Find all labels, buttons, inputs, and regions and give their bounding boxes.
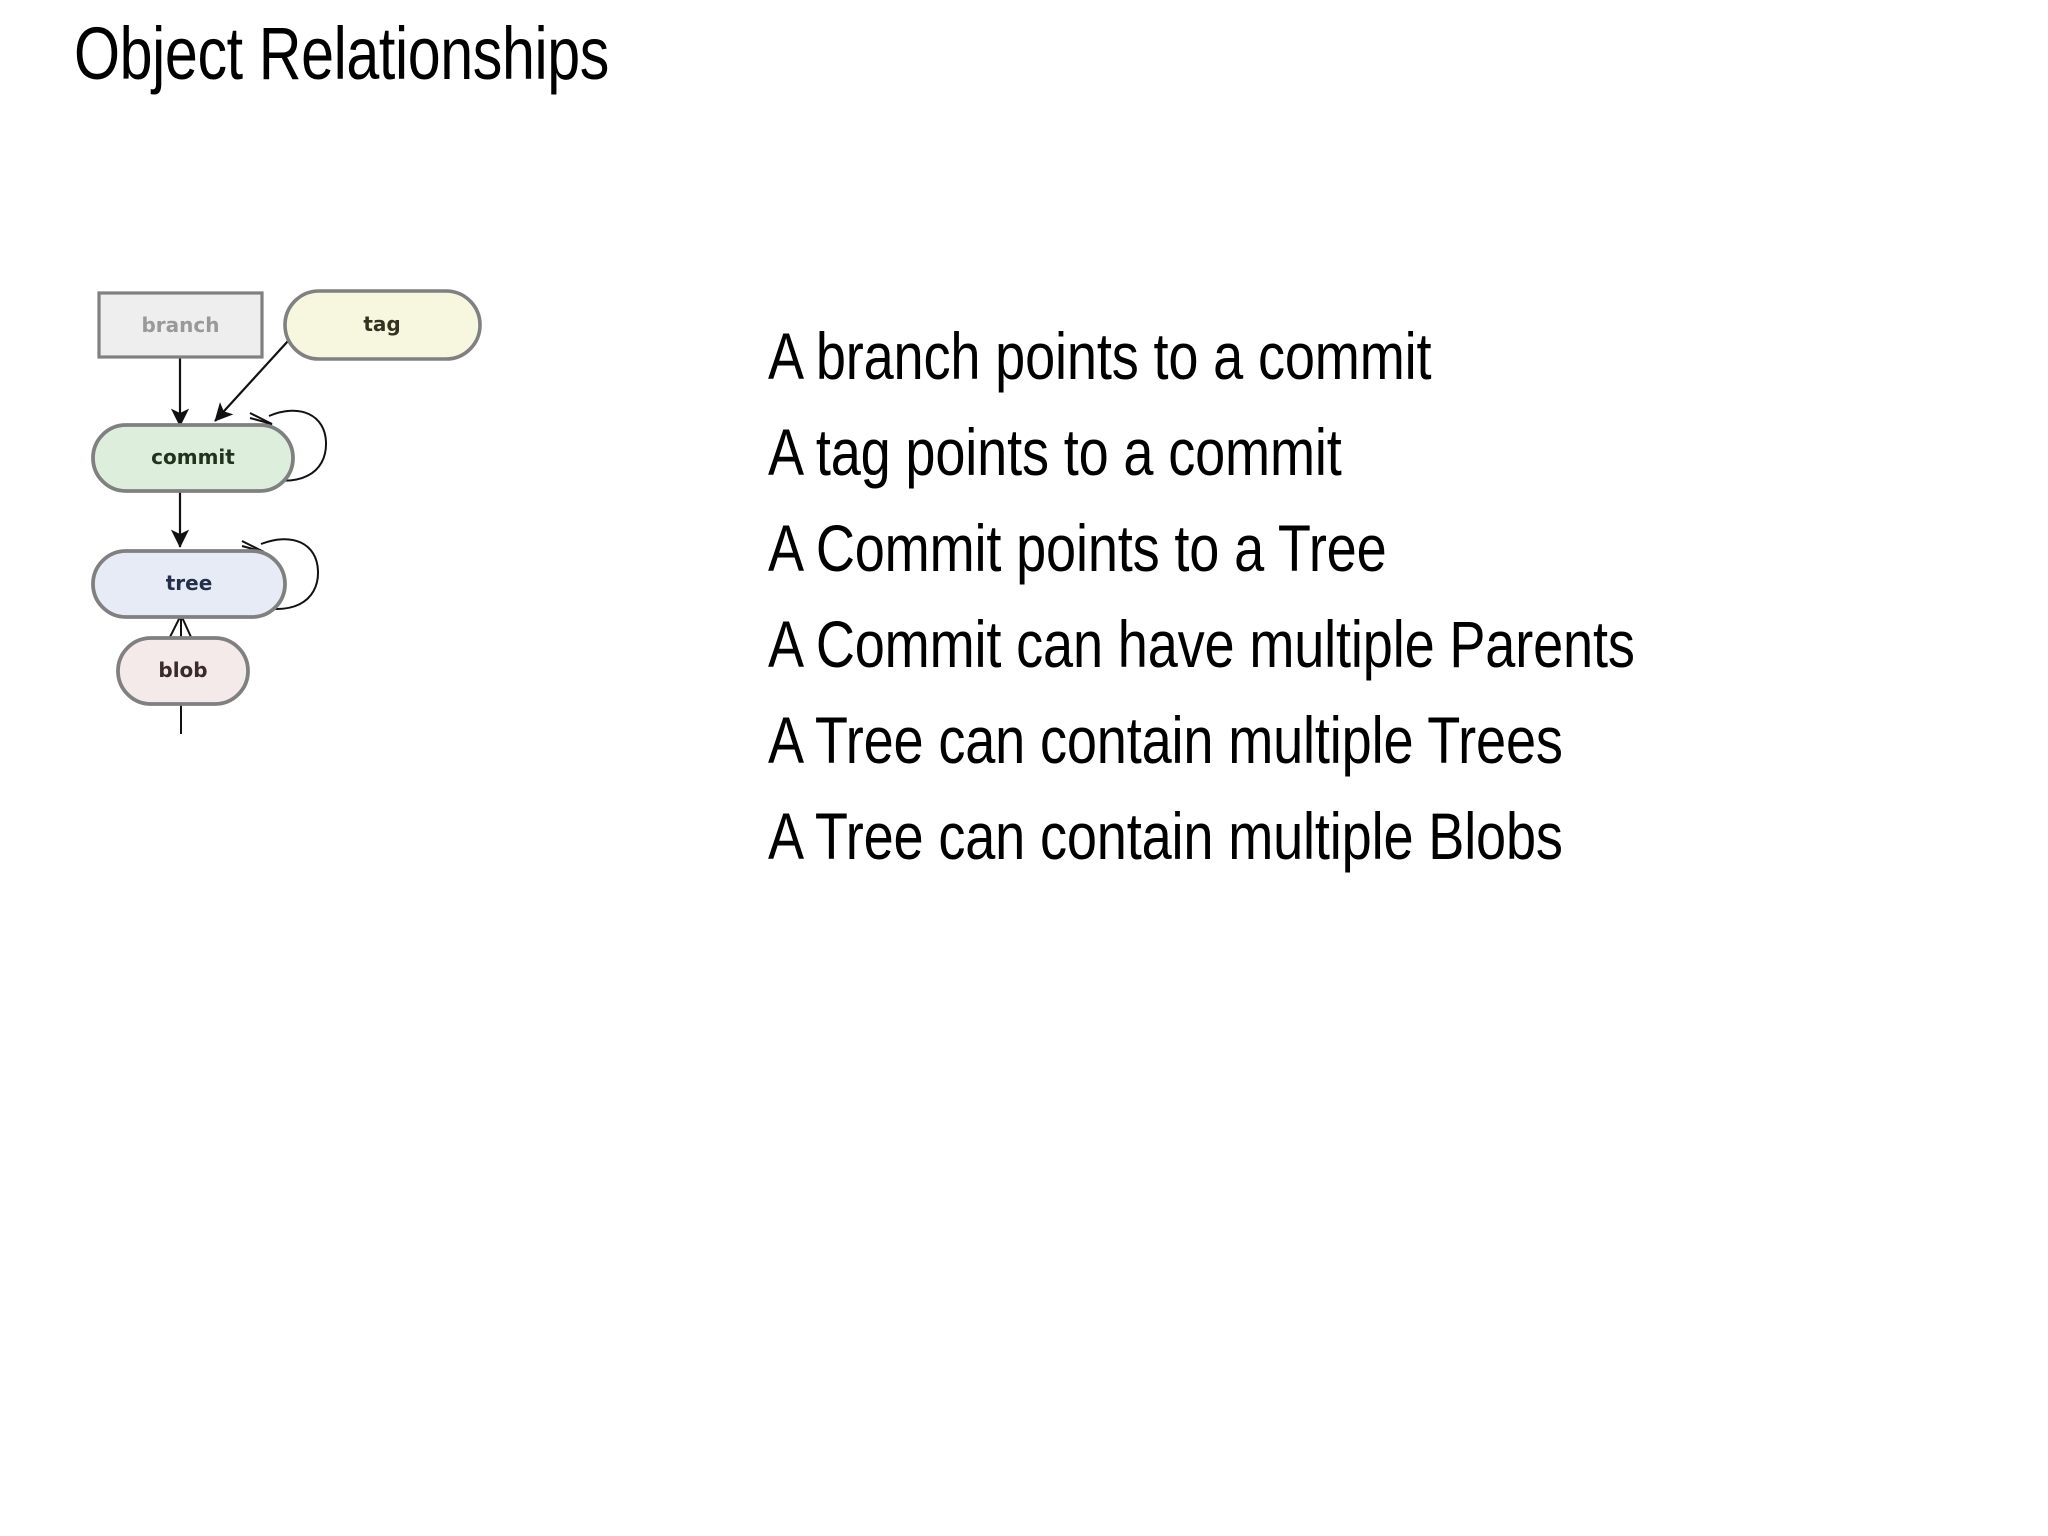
diagram-node-branch-label: branch xyxy=(141,313,219,337)
diagram-node-branch[interactable]: branch xyxy=(97,291,264,359)
list-item: A Commit can have multiple Parents xyxy=(768,607,1635,681)
list-item: A Tree can contain multiple Trees xyxy=(768,703,1563,777)
diagram-node-tag[interactable]: tag xyxy=(283,289,482,361)
diagram-node-tree-label: tree xyxy=(166,571,213,595)
diagram-node-tag-label: tag xyxy=(363,312,400,336)
edge-tag-to-commit xyxy=(214,340,289,422)
list-item: A tag points to a commit xyxy=(768,415,1342,489)
list-item: A Commit points to a Tree xyxy=(768,511,1387,585)
diagram-node-blob-label: blob xyxy=(158,658,207,682)
diagram-node-commit-label: commit xyxy=(151,445,235,469)
list-item: A Tree can contain multiple Blobs xyxy=(768,799,1563,873)
page-title: Object Relationships xyxy=(74,12,609,95)
diagram-node-tree[interactable]: tree xyxy=(91,549,287,619)
list-item: A branch points to a commit xyxy=(768,319,1432,393)
diagram-node-blob[interactable]: blob xyxy=(116,636,250,706)
object-relationships-diagram: branch tag commit tree blob xyxy=(91,285,515,955)
relationships-list: A branch points to a commit A tag points… xyxy=(768,308,2008,884)
diagram-node-commit[interactable]: commit xyxy=(91,423,295,493)
